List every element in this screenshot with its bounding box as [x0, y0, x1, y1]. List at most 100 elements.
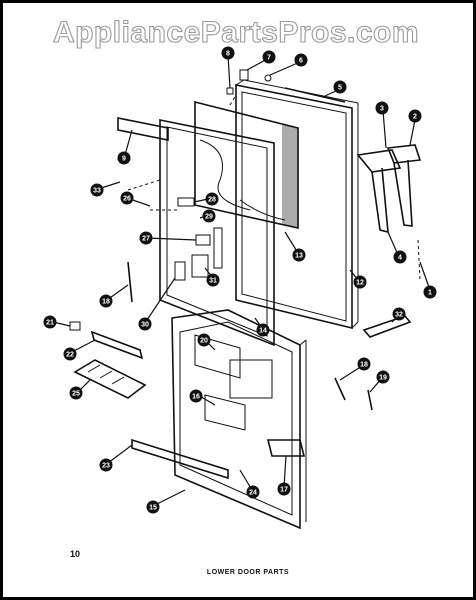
callout-layer: 1234567891213141516171819202122232425262…	[43, 46, 437, 514]
callout-circle	[333, 80, 347, 94]
callout-circle	[90, 183, 104, 197]
clip	[69, 321, 81, 331]
callout-label: 24	[249, 490, 257, 497]
callout-19: 19	[376, 370, 390, 384]
callout-30: 30	[138, 317, 152, 331]
callout-label: 12	[356, 280, 364, 287]
callout-circle	[146, 500, 160, 514]
watermark: AppliancePartsPros.com	[53, 16, 419, 49]
callout-14: 14	[256, 323, 270, 337]
callout-circle	[376, 370, 390, 384]
callout-25: 25	[69, 386, 83, 400]
callout-label: 19	[379, 375, 387, 382]
callout-circle	[99, 458, 113, 472]
callout-label: 6	[299, 58, 303, 65]
callout-label: 20	[200, 338, 208, 345]
callout-circle	[246, 485, 260, 499]
shelf-strip	[90, 330, 144, 360]
callout-circle	[353, 275, 367, 289]
callout-3: 3	[375, 101, 389, 115]
callout-22: 22	[63, 347, 77, 361]
callout-4: 4	[393, 250, 407, 264]
door-tray	[266, 439, 306, 457]
top-strip	[284, 87, 346, 103]
callout-label: 22	[66, 352, 74, 359]
callout-label: 23	[102, 463, 110, 470]
callout-8: 8	[221, 46, 235, 60]
callout-label: 16	[192, 394, 200, 401]
callout-9: 9	[117, 151, 131, 165]
callout-33: 33	[90, 183, 104, 197]
callout-label: 2	[413, 114, 417, 121]
door-handle	[356, 144, 422, 234]
callout-label: 17	[280, 487, 288, 494]
callout-circle	[423, 285, 437, 299]
callout-circle	[120, 191, 134, 205]
callout-circle	[43, 315, 57, 329]
door-liner	[194, 100, 299, 229]
left-strip	[127, 261, 133, 303]
callout-6: 6	[294, 53, 308, 67]
callout-32: 32	[392, 307, 406, 321]
callout-circle	[392, 307, 406, 321]
callout-16: 16	[189, 389, 203, 403]
hinge-hardware	[226, 69, 272, 95]
right-pin	[334, 377, 346, 401]
callout-label: 26	[123, 196, 131, 203]
caption: LOWER DOOR PARTS	[207, 569, 289, 576]
callout-circle	[189, 389, 203, 403]
callout-label: 4	[398, 255, 402, 262]
callout-7: 7	[262, 50, 276, 64]
callout-circle	[292, 248, 306, 262]
callout-28: 28	[205, 192, 219, 206]
callout-5: 5	[333, 80, 347, 94]
page-number: 10	[70, 549, 80, 559]
callout-circle	[139, 231, 153, 245]
callout-label: 8	[226, 51, 230, 58]
callout-31: 31	[206, 273, 220, 287]
callout-label: 32	[395, 312, 403, 319]
callout-18-left: 18	[99, 294, 113, 308]
callout-label: 5	[338, 85, 342, 92]
callout-circle	[206, 273, 220, 287]
callout-12: 12	[353, 275, 367, 289]
callout-circle	[69, 386, 83, 400]
callout-21: 21	[43, 315, 57, 329]
callout-1: 1	[423, 285, 437, 299]
control-assembly	[174, 197, 223, 281]
right-screw	[367, 389, 373, 411]
callout-circle	[197, 333, 211, 347]
lower-door-panel	[171, 309, 307, 530]
callout-label: 28	[208, 197, 216, 204]
gasket-strip	[362, 315, 412, 338]
callout-17: 17	[277, 482, 291, 496]
callout-label: 15	[149, 505, 157, 512]
callout-circle	[294, 53, 308, 67]
callout-label: 33	[93, 188, 101, 195]
callout-29: 29	[202, 209, 216, 223]
callout-circle	[393, 250, 407, 264]
callout-label: 25	[72, 391, 80, 398]
callout-13: 13	[292, 248, 306, 262]
callout-circle	[138, 317, 152, 331]
alignment-lines	[127, 94, 421, 281]
callout-circle	[99, 294, 113, 308]
callout-15: 15	[146, 500, 160, 514]
callout-18: 18	[357, 357, 371, 371]
callout-circle	[357, 357, 371, 371]
callout-circle	[408, 109, 422, 123]
callout-label: 7	[267, 55, 271, 62]
callout-label: 13	[295, 253, 303, 260]
callout-circle	[117, 151, 131, 165]
callout-circle	[277, 482, 291, 496]
callout-2: 2	[408, 109, 422, 123]
callout-label: 9	[122, 156, 126, 163]
callout-label: 27	[142, 236, 150, 243]
callout-20: 20	[197, 333, 211, 347]
callout-26: 26	[120, 191, 134, 205]
callout-circle	[375, 101, 389, 115]
callout-label: 18	[360, 362, 368, 369]
callout-24: 24	[246, 485, 260, 499]
callout-label: 29	[205, 214, 213, 221]
